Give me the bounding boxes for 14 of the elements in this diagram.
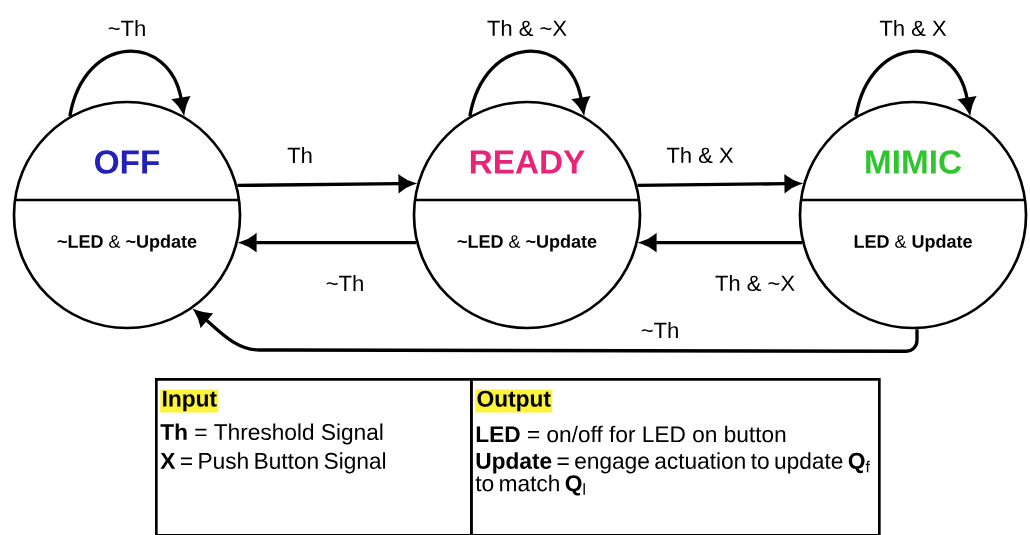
- edge-label: ~Th: [639, 320, 681, 340]
- edge-label: ~Th: [324, 273, 366, 293]
- legend-box: Input Th = Threshold Signal X = Push Button Signal: [155, 378, 473, 535]
- arrow: [68, 49, 190, 117]
- edge-label: Th & ~X: [485, 18, 569, 38]
- edge-label: Th & X: [878, 18, 948, 38]
- arrow: [854, 49, 976, 117]
- arrow: [194, 310, 919, 353]
- edge-label: Th & X: [665, 145, 735, 165]
- edge-label: Th: [285, 145, 315, 165]
- legend-box: Output LED = on/off for LED on button Update = engage actuation to update Q$_{f}$ to match Q$_{l}$: [470, 378, 881, 535]
- edge-label: ~Th: [106, 18, 148, 38]
- edge-label: Th & ~X: [713, 273, 797, 293]
- arrow: [468, 49, 590, 117]
